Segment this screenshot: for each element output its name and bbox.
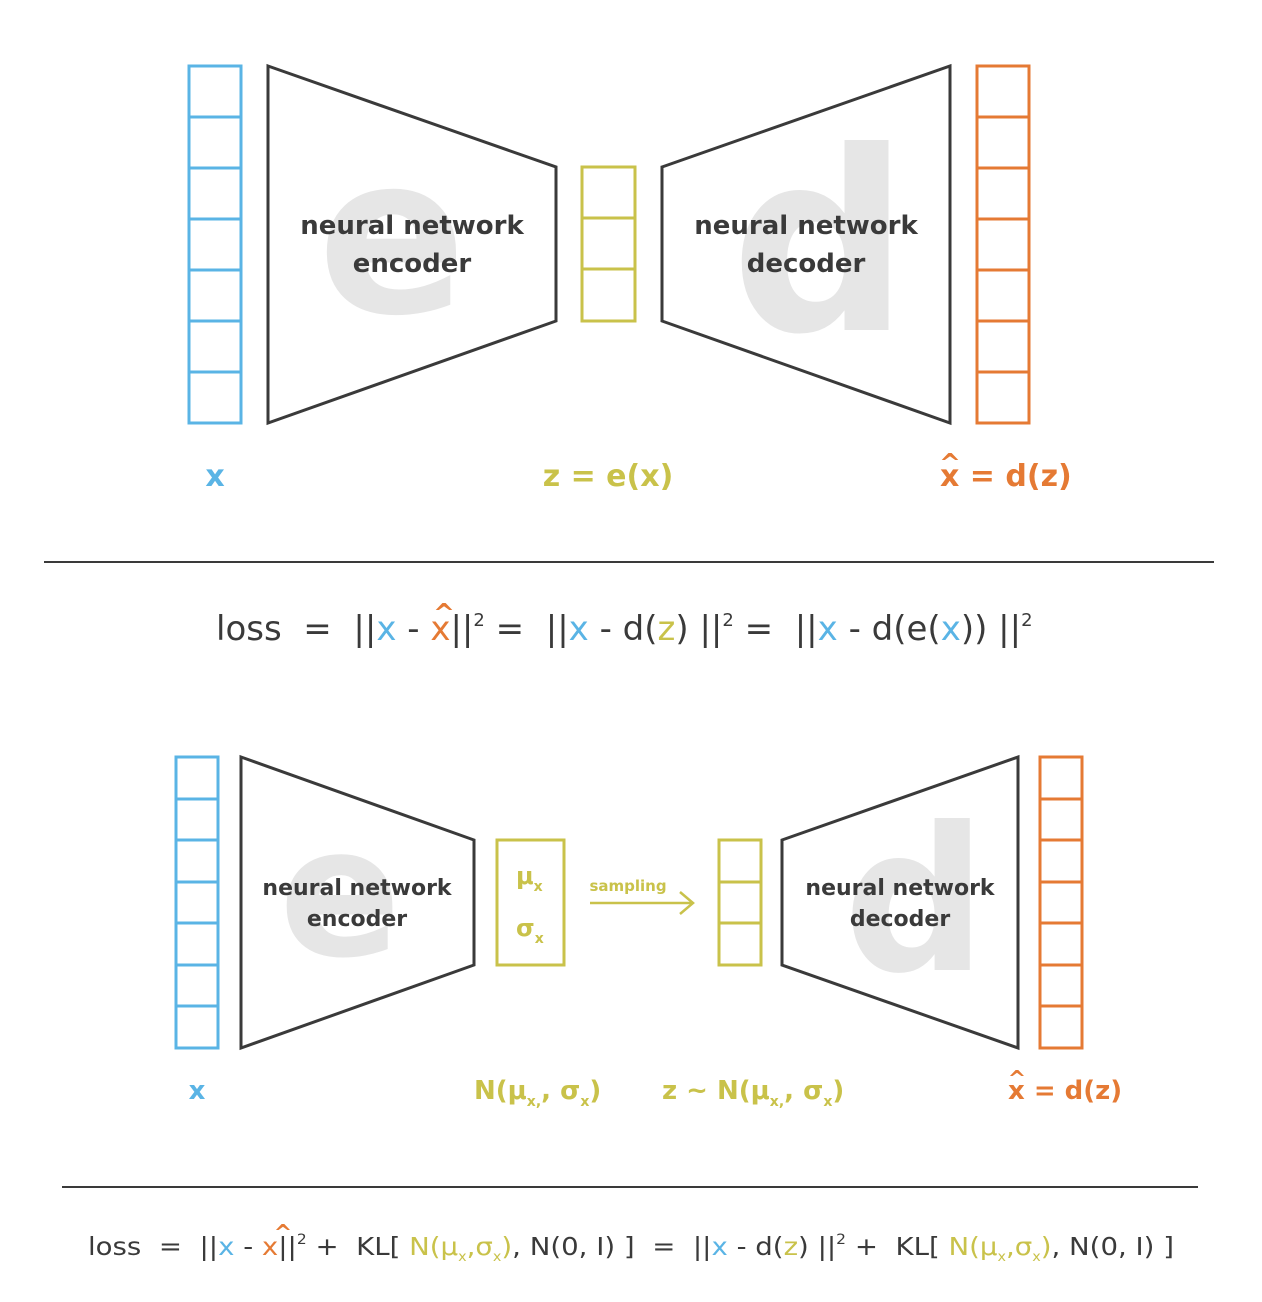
bottom-latent-vector [717, 838, 763, 967]
bottom-input-vector [174, 755, 220, 1050]
top-latent-vector [580, 165, 637, 323]
bottom-label-x: x [189, 1076, 206, 1106]
mu-sigma-box: μx σx [495, 838, 566, 967]
top-decoder: d neural network decoder [660, 63, 952, 426]
sampling-arrow: sampling [589, 877, 695, 915]
bottom-decoder-watermark: d [843, 785, 986, 1018]
loss1-hat: ^ [433, 599, 455, 629]
top-label-x: x [205, 459, 224, 494]
bottom-encoder-watermark: e [279, 789, 401, 998]
decoder-label-line2: decoder [747, 249, 866, 279]
bottom-xhat-hat: ^ [1008, 1067, 1026, 1092]
bottom-encoder-line2: encoder [307, 907, 407, 932]
loss2-hat: ^ [274, 1221, 292, 1246]
encoder-watermark: e [317, 108, 466, 364]
bottom-encoder: e neural network encoder [239, 754, 476, 1051]
bottom-decoder: d neural network decoder [780, 754, 1020, 1051]
mu-label: μx [516, 862, 543, 895]
bottom-decoder-line1: neural network [805, 876, 996, 901]
bottom-output-vector [1038, 755, 1084, 1050]
sigma-label: σx [516, 914, 544, 947]
top-xhat-hat: ^ [939, 449, 961, 479]
top-autoencoder: e neural network encoder d neural networ… [187, 63, 1072, 494]
bottom-vae: e neural network encoder μx σx sampling … [174, 754, 1122, 1110]
decoder-watermark: d [731, 98, 910, 389]
decoder-label-line1: neural network [694, 211, 918, 241]
top-input-vector [187, 64, 243, 425]
bottom-decoder-line2: decoder [850, 907, 950, 932]
encoder-label-line2: encoder [353, 249, 472, 279]
bottom-label-z: z ~ N(μx,, σx) [662, 1076, 844, 1110]
bottom-encoder-line1: neural network [262, 876, 453, 901]
top-label-z: z = e(x) [543, 459, 674, 494]
sampling-label: sampling [589, 877, 666, 895]
encoder-label-line1: neural network [300, 211, 524, 241]
top-label-xhat: x = d(z) [940, 459, 1072, 494]
top-encoder: e neural network encoder [266, 63, 558, 426]
bottom-label-xhat: x = d(z) [1008, 1076, 1122, 1106]
loss-autoencoder: loss = ||x - x||2 = ||x - d(z) ||2 = ||x… [216, 609, 1033, 649]
bottom-label-N: N(μx,, σx) [474, 1076, 601, 1110]
top-output-vector [975, 64, 1031, 425]
